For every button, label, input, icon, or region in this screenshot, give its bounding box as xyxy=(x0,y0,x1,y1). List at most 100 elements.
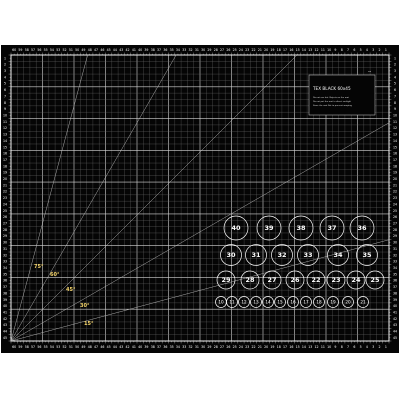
circle-small-ring xyxy=(313,296,325,308)
ruler-top-number: 2 xyxy=(379,48,381,52)
ruler-right-number: 41 xyxy=(393,311,397,315)
circle-small-label: 16 xyxy=(290,300,296,305)
circle-small-label: 12 xyxy=(241,300,247,305)
ruler-left-number: 1 xyxy=(4,56,6,60)
circle-mid-label: 34 xyxy=(333,251,343,259)
circle-mid-label: 32 xyxy=(277,251,286,259)
circle-row3-ring xyxy=(306,270,326,290)
angle-label: 15° xyxy=(84,321,94,327)
circle-row3-label: 24 xyxy=(351,276,361,284)
ruler-bottom-number: 18 xyxy=(277,345,281,349)
ruler-top-number: 57 xyxy=(31,48,35,52)
ruler-left-number: 28 xyxy=(3,228,7,232)
circle-large-ring xyxy=(223,215,249,241)
ruler-left-number: 39 xyxy=(3,298,7,302)
angle-label: 75° xyxy=(34,264,44,270)
ruler-top-number: 19 xyxy=(270,48,274,52)
circle-mid-ring xyxy=(271,244,293,266)
circle-row3-ring xyxy=(262,270,282,290)
ruler-bottom-number: 32 xyxy=(189,345,193,349)
ruler-bottom-number: 12 xyxy=(315,345,319,349)
ruler-bottom-number: 14 xyxy=(302,345,306,349)
ruler-right-number: 29 xyxy=(393,234,397,238)
ruler-top-number: 47 xyxy=(94,48,98,52)
ruler-left-number: 40 xyxy=(3,304,7,308)
ruler-right-number: 10 xyxy=(393,113,397,117)
ruler-bottom-number: 48 xyxy=(88,345,92,349)
ruler-left-number: 34 xyxy=(3,266,7,270)
ruler-right-number: 13 xyxy=(393,133,397,137)
ruler-bottom-number: 46 xyxy=(100,345,104,349)
ruler-left-number: 25 xyxy=(3,209,7,213)
circle-row3-label: 25 xyxy=(370,276,380,284)
circle-small-label: 10 xyxy=(218,300,224,305)
ruler-top-number: 37 xyxy=(157,48,161,52)
angle-line-60 xyxy=(10,54,177,342)
ruler-top-number: 54 xyxy=(50,48,54,52)
ruler-bottom-number: 45 xyxy=(107,345,111,349)
ruler-left-number: 41 xyxy=(3,311,7,315)
ruler-bottom-number: 37 xyxy=(157,345,161,349)
ruler-bottom-number: 10 xyxy=(327,345,331,349)
ruler-top-number: 46 xyxy=(100,48,104,52)
angle-line-45 xyxy=(10,54,298,342)
ruler-ticks xyxy=(8,52,392,344)
circle-row3-ring xyxy=(240,270,260,290)
circle-small-label: 19 xyxy=(330,300,336,305)
brand-label: TEX BLACK 60x45 xyxy=(312,86,351,91)
circle-small-ring xyxy=(287,296,299,308)
ruler-bottom-number: 29 xyxy=(207,345,211,349)
circle-row3-label: 23 xyxy=(331,276,340,284)
ruler-top-number: 28 xyxy=(214,48,218,52)
ruler-bottom-number: 4 xyxy=(366,345,368,349)
ruler-top-number: 23 xyxy=(245,48,249,52)
ruler-top-number: 16 xyxy=(289,48,293,52)
ruler-top-number: 44 xyxy=(113,48,117,52)
ruler-top-number: 43 xyxy=(119,48,123,52)
circle-row3-ring xyxy=(365,270,385,290)
units-label: cm xyxy=(368,71,371,73)
circle-row3-ring xyxy=(216,270,236,290)
ruler-bottom-number: 31 xyxy=(195,345,199,349)
circle-row3-ring xyxy=(346,270,366,290)
ruler-right-number: 22 xyxy=(393,190,397,194)
ruler-left-number: 5 xyxy=(4,82,6,86)
ruler-bottom-number: 49 xyxy=(81,345,85,349)
ruler-right-number: 34 xyxy=(393,266,397,270)
ruler-top-number: 24 xyxy=(239,48,243,52)
ruler-right-number: 12 xyxy=(393,126,397,130)
ruler-top-number: 50 xyxy=(75,48,79,52)
ruler-bottom-number: 9 xyxy=(334,345,336,349)
circle-small-ring xyxy=(300,296,312,308)
ruler-bottom-number: 39 xyxy=(144,345,148,349)
ruler-bottom-number: 51 xyxy=(69,345,73,349)
angle-line-75 xyxy=(10,54,88,342)
ruler-right-number: 1 xyxy=(394,56,396,60)
ruler-left-number: 21 xyxy=(3,183,7,187)
ruler-right-number: 9 xyxy=(394,107,396,111)
ruler-bottom-number: 15 xyxy=(296,345,300,349)
ruler-left-number: 29 xyxy=(3,234,7,238)
circle-small-label: 15 xyxy=(277,300,283,305)
ruler-top-number: 55 xyxy=(44,48,48,52)
ruler-top-number: 48 xyxy=(88,48,92,52)
ruler-left-number: 36 xyxy=(3,279,7,283)
ruler-top-number: 52 xyxy=(63,48,67,52)
ruler-left-number: 8 xyxy=(4,101,6,105)
ruler-top-number: 49 xyxy=(81,48,85,52)
ruler-top-number: 5 xyxy=(360,48,362,52)
ruler-left-number: 37 xyxy=(3,285,7,289)
ruler-top-number: 3 xyxy=(372,48,374,52)
ruler-right-number: 25 xyxy=(393,209,397,213)
circle-large-ring xyxy=(256,215,282,241)
ruler-left-number: 22 xyxy=(3,190,7,194)
circle-small-label: 18 xyxy=(316,300,322,305)
ruler-top-number: 8 xyxy=(341,48,343,52)
ruler-right-number: 31 xyxy=(393,247,397,251)
circle-small-ring xyxy=(327,296,339,308)
ruler-left-number: 2 xyxy=(4,63,6,67)
circle-small-label: 11 xyxy=(229,300,235,305)
circle-small-ring xyxy=(238,296,250,308)
angle-label: 30° xyxy=(80,303,90,309)
circle-small-ring xyxy=(342,296,354,308)
